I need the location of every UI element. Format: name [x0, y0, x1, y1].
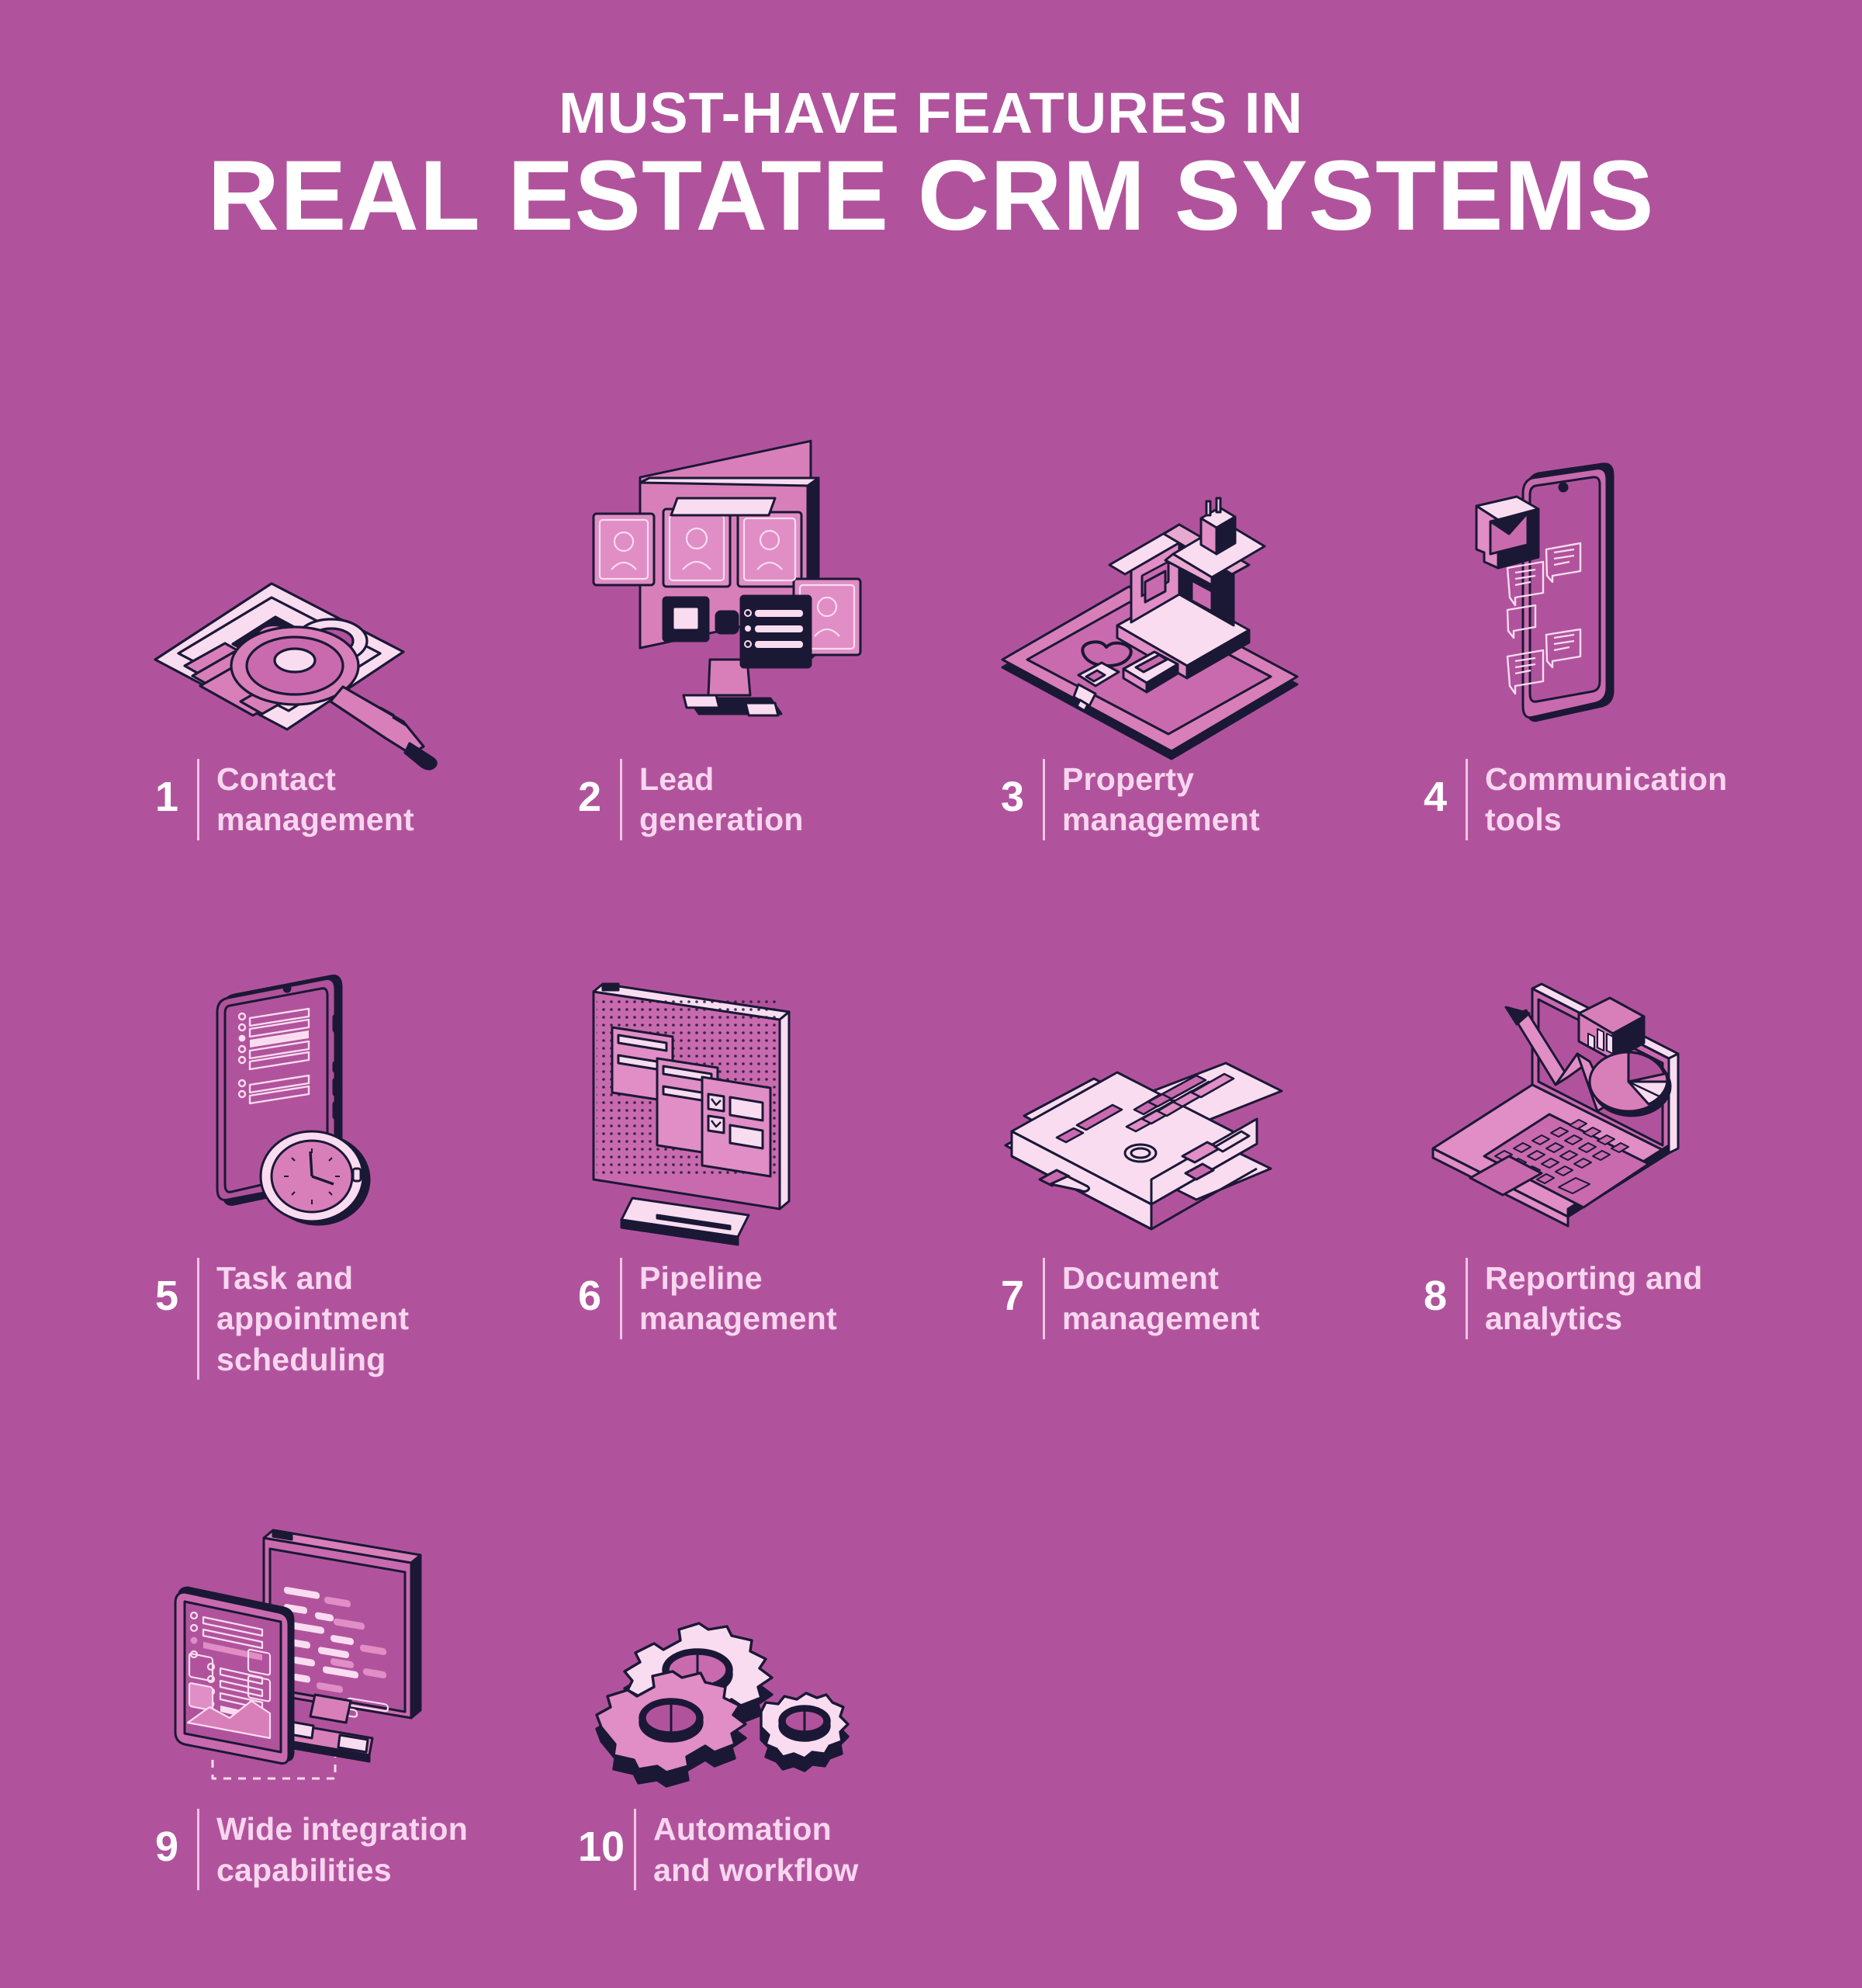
label-divider	[1043, 759, 1045, 840]
feature-label-10: 10 Automation and workflow	[524, 1809, 947, 1891]
feature-text-2: Lead generation	[639, 761, 804, 838]
feature-item-6: 6 Pipeline management	[524, 961, 947, 1339]
feature-number-5: 5	[155, 1272, 179, 1319]
feature-text-10: Automation and workflow	[653, 1811, 859, 1888]
feature-number-6: 6	[578, 1272, 602, 1319]
feature-number-7: 7	[1001, 1272, 1025, 1319]
feature-row-3: 9 Wide integration capabilities	[101, 1512, 1792, 1891]
feature-item-4: 4 Communication tools	[1369, 458, 1792, 840]
feature-text-1: Contact management	[216, 761, 414, 838]
feature-label-6: 6 Pipeline management	[524, 1257, 947, 1339]
feature-text-4: Communication tools	[1485, 761, 1728, 838]
feature-number-1: 1	[155, 774, 179, 820]
feature-label-3: 3 Property management	[947, 759, 1369, 840]
feature-item-10: 10 Automation and workflow	[524, 1512, 947, 1891]
feature-number-4: 4	[1424, 774, 1448, 820]
page-title-line-2: REAL ESTATE CRM SYSTEMS	[207, 140, 1655, 252]
feature-label-5: 5 Task and appointment scheduling	[101, 1257, 524, 1380]
label-divider	[620, 1257, 622, 1339]
page-title-line-1: MUST-HAVE FEATURES IN	[559, 81, 1303, 145]
label-divider	[197, 1809, 199, 1891]
feature-item-2: 2 Lead generation	[524, 439, 947, 840]
house-keys-phone-illustration	[947, 458, 1369, 760]
gears-illustration	[524, 1512, 947, 1803]
feature-item-7: 7 Document management	[947, 961, 1369, 1339]
feature-number-10: 10	[578, 1823, 625, 1871]
feature-text-8: Reporting and analytics	[1485, 1259, 1703, 1337]
paper-stack-illustration	[947, 961, 1369, 1252]
feature-label-8: 8 Reporting and analytics	[1369, 1257, 1792, 1339]
label-divider	[197, 759, 199, 840]
feature-label-4: 4 Communication tools	[1369, 759, 1792, 840]
feature-number-2: 2	[578, 774, 602, 820]
feature-item-1: 1 Contact management	[101, 458, 524, 840]
header: MUST-HAVE FEATURES IN REAL ESTATE CRM SY…	[0, 84, 1862, 246]
feature-label-2: 2 Lead generation	[524, 759, 947, 840]
features-grid: 1 Contact management	[101, 439, 1792, 1891]
monitor-profiles-illustration	[524, 439, 947, 753]
feature-number-9: 9	[155, 1823, 179, 1871]
feature-text-5: Task and appointment scheduling	[216, 1259, 410, 1377]
label-divider	[634, 1809, 637, 1891]
feature-label-1: 1 Contact management	[101, 759, 524, 840]
label-divider	[620, 759, 622, 840]
phone-chat-bubbles-illustration	[1369, 458, 1792, 753]
feature-item-3: 3 Property management	[947, 458, 1369, 840]
feature-item-9: 9 Wide integration capabilities	[101, 1512, 524, 1891]
label-divider	[1466, 759, 1468, 840]
feature-row-2: 5 Task and appointment scheduling	[101, 961, 1792, 1380]
feature-number-8: 8	[1424, 1272, 1448, 1319]
monitor-tablet-sync-illustration	[101, 1512, 524, 1803]
monitor-kanban-illustration	[524, 961, 947, 1252]
feature-item-5: 5 Task and appointment scheduling	[101, 961, 524, 1380]
feature-label-9: 9 Wide integration capabilities	[101, 1809, 524, 1891]
feature-text-7: Document management	[1062, 1259, 1260, 1337]
label-divider	[197, 1257, 199, 1380]
feature-item-8: 8 Reporting and analytics	[1369, 961, 1792, 1339]
label-divider	[1043, 1257, 1045, 1339]
tablet-checklist-clock-illustration	[101, 961, 524, 1252]
document-magnifier-illustration	[101, 458, 524, 771]
feature-text-3: Property management	[1062, 761, 1260, 838]
feature-row-1: 1 Contact management	[101, 439, 1792, 840]
label-divider	[1466, 1257, 1468, 1339]
feature-number-3: 3	[1001, 774, 1025, 820]
laptop-charts-illustration	[1369, 961, 1792, 1252]
feature-label-7: 7 Document management	[947, 1257, 1369, 1339]
feature-text-6: Pipeline management	[639, 1259, 837, 1337]
feature-text-9: Wide integration capabilities	[216, 1811, 468, 1888]
